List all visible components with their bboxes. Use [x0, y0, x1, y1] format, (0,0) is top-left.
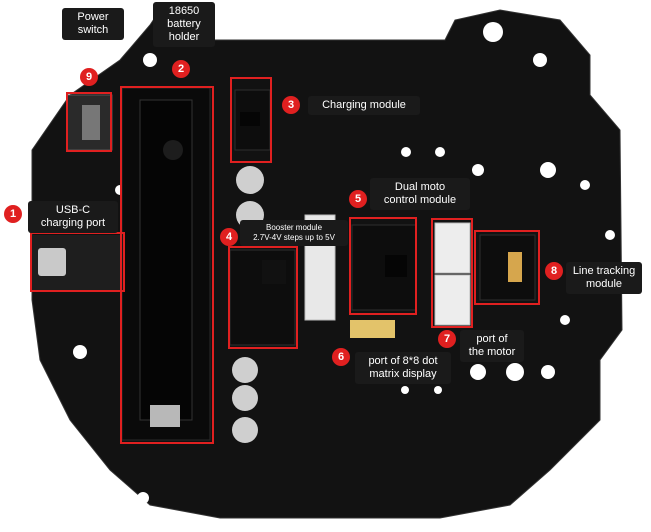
marker-4: 4	[220, 228, 238, 246]
label-dual-motor-control: Dual moto control module	[370, 178, 470, 210]
motor-port-top	[434, 222, 471, 274]
marker-3: 3	[282, 96, 300, 114]
marker-2: 2	[172, 60, 190, 78]
label-usb-c-port: USB-C charging port	[28, 201, 118, 233]
highlight-charging-module	[230, 77, 272, 163]
label-line-tracking: Line tracking module	[566, 262, 642, 294]
highlight-motor-ports	[431, 218, 473, 328]
matrix-port-pins	[350, 320, 395, 338]
marker-1: 1	[4, 205, 22, 223]
label-battery-holder: 18650 battery holder	[153, 2, 215, 47]
highlight-line-tracking	[474, 230, 540, 305]
label-booster-module: Booster module 2.7V-4V steps up to 5V	[240, 220, 348, 246]
label-charging-module: Charging module	[308, 96, 420, 115]
marker-6: 6	[332, 348, 350, 366]
label-matrix-port: port of 8*8 dot matrix display	[355, 352, 451, 384]
marker-5: 5	[349, 190, 367, 208]
marker-7: 7	[438, 330, 456, 348]
highlight-power-switch	[66, 92, 112, 152]
label-motor-port: port of the motor	[460, 330, 524, 362]
highlight-battery-holder	[120, 86, 214, 444]
highlight-booster-module	[228, 246, 298, 349]
highlight-dual-motor	[349, 217, 417, 315]
marker-9: 9	[80, 68, 98, 86]
motor-port-bottom	[434, 274, 471, 326]
highlight-usb-c	[30, 232, 125, 292]
marker-8: 8	[545, 262, 563, 280]
label-power-switch: Power switch	[62, 8, 124, 40]
